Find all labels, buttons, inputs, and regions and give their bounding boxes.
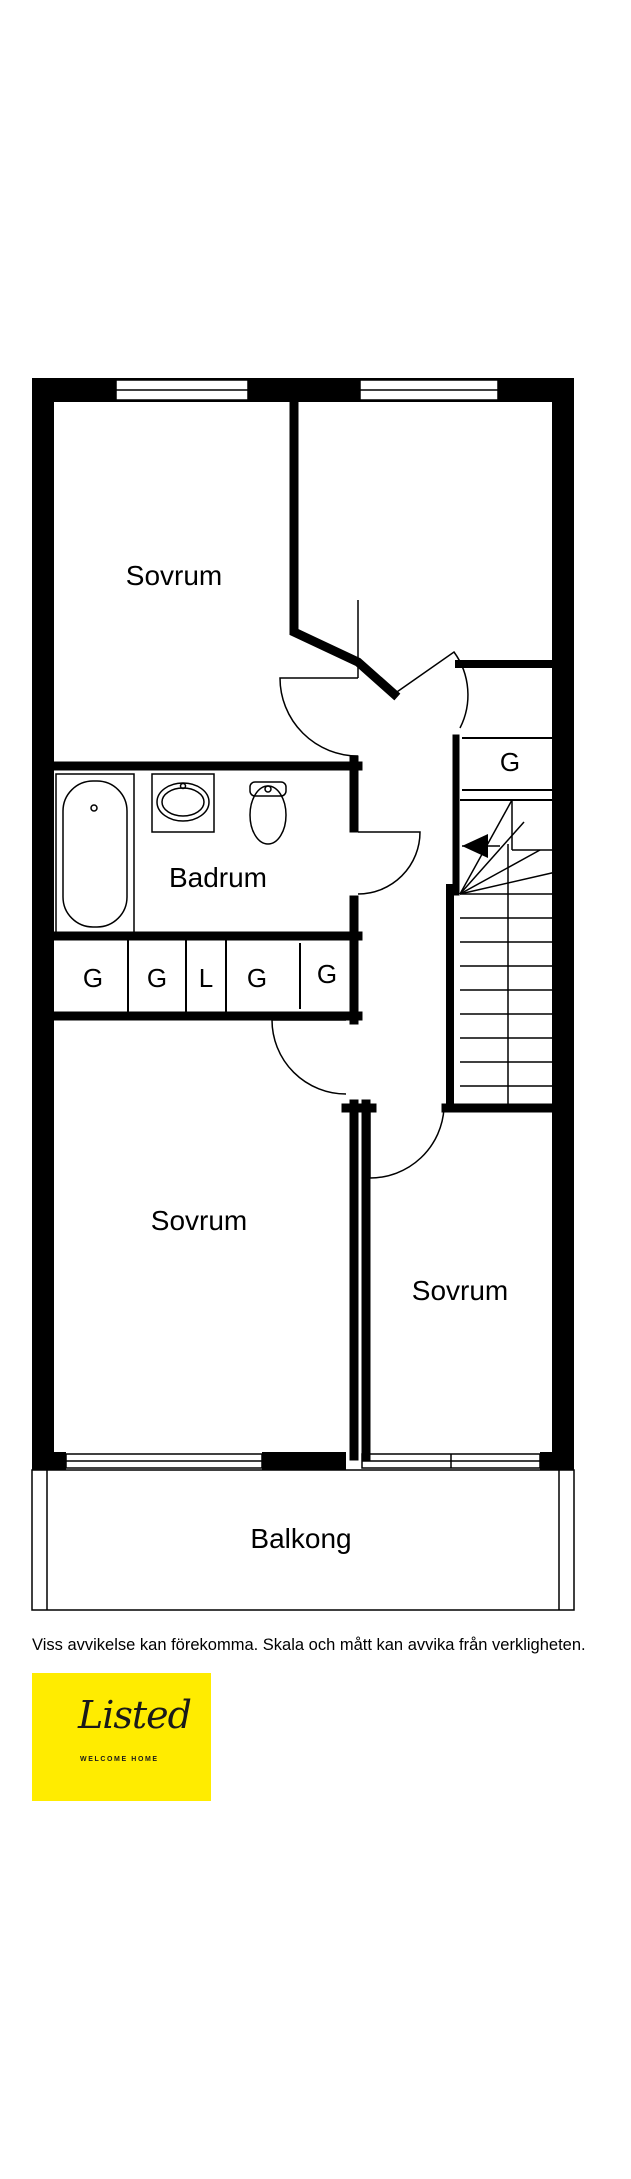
windows (65, 379, 541, 1469)
floor-plan: Sovrum Badrum Sovrum Sovrum Balkong G G … (31, 378, 575, 1611)
logo-tagline: WELCOME HOME (80, 1756, 159, 1763)
logo-script: Listed (78, 1693, 192, 1737)
room-label-bedroom-top-left: Sovrum (126, 560, 222, 591)
room-label-bedroom-bottom-right: Sovrum (412, 1275, 508, 1306)
closet-dividers (127, 737, 556, 1012)
room-label-bathroom: Badrum (169, 862, 267, 893)
storage-label-linen: L (199, 963, 213, 993)
stair-direction-arrow (462, 834, 488, 858)
outer-walls (32, 378, 574, 1470)
disclaimer-text: Viss avvikelse kan förekomma. Skala och … (32, 1636, 586, 1654)
bathtub (55, 773, 135, 935)
room-label-balcony: Balkong (250, 1523, 351, 1554)
interior-walls (43, 393, 561, 1461)
sink (151, 773, 215, 833)
storage-label-closet-hall: G (317, 959, 337, 989)
door-swings (271, 600, 469, 1179)
toilet (249, 781, 287, 845)
storage-label-closet-2: G (147, 963, 167, 993)
balcony (31, 1469, 575, 1611)
storage-label-closet-3: G (247, 963, 267, 993)
storage-label-closet-1: G (83, 963, 103, 993)
staircase (459, 799, 557, 1104)
storage-label-closet-right: G (500, 747, 520, 777)
listed-logo: Listed WELCOME HOME (32, 1673, 211, 1801)
room-label-bedroom-bottom-left: Sovrum (151, 1205, 247, 1236)
